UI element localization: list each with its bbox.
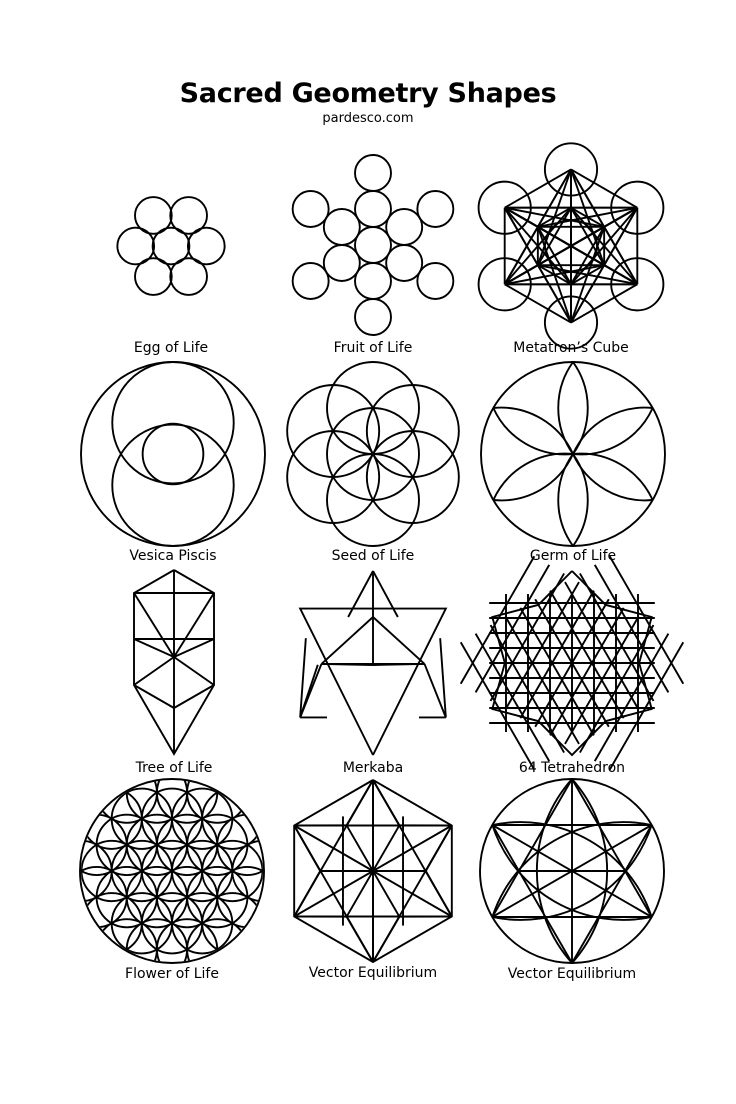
vector-equilibrium-icon: [293, 779, 453, 964]
shape-label: Vesica Piscis: [129, 548, 217, 564]
shape-label: Fruit of Life: [333, 340, 413, 356]
shape-label: Germ of Life: [529, 548, 617, 564]
shape-label: Metatron’s Cube: [513, 340, 629, 356]
seed-of-life-icon: [286, 361, 460, 547]
shape-label: Vector Equilibrium: [308, 965, 438, 981]
tree-of-life-icon: [133, 569, 215, 756]
merkaba-icon: [298, 570, 448, 756]
shape-label: Merkaba: [342, 760, 404, 776]
shape-label: Seed of Life: [331, 548, 415, 564]
shape-label: Vector Equilibrium: [507, 966, 637, 982]
page-title: Sacred Geometry Shapes: [179, 78, 557, 109]
egg-of-life-icon: [116, 196, 226, 296]
vesica-piscis-icon: [80, 361, 266, 547]
shape-label: Tree of Life: [135, 760, 213, 776]
shape-label: Egg of Life: [133, 340, 209, 356]
64-tetrahedron-icon: [459, 555, 685, 771]
flower-of-life-icon: [79, 778, 265, 964]
fruit-of-life-icon: [291, 154, 455, 336]
shape-label: 64 Tetrahedron: [518, 760, 626, 776]
site-url: pardesco.com: [322, 111, 414, 126]
germ-of-life-icon: [480, 361, 666, 547]
vector-equilibrium-icon: [479, 778, 665, 964]
metatrons-cube-icon: [477, 142, 665, 350]
shape-label: Flower of Life: [125, 966, 219, 982]
